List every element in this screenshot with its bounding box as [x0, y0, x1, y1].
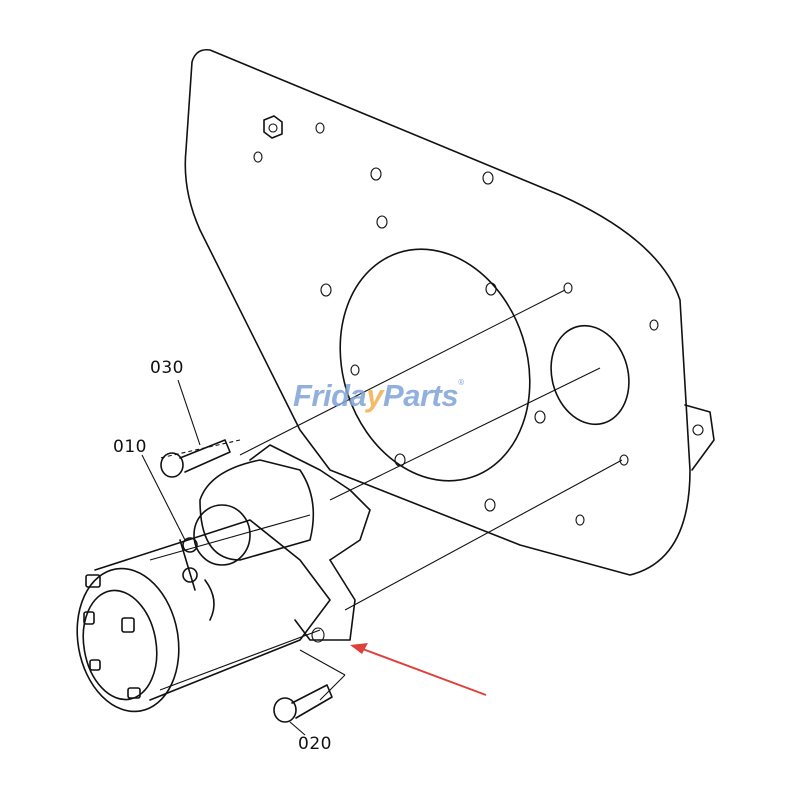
plate-holes — [253, 115, 659, 526]
highlight-arrow — [350, 643, 487, 696]
part-label-020: 020 — [298, 734, 332, 754]
starter-motor — [76, 444, 371, 713]
watermark-logo: FridayParts® — [293, 378, 464, 413]
bolt-030 — [160, 439, 231, 478]
plate-tab — [684, 404, 715, 471]
mounting-plate — [184, 48, 691, 576]
flywheel-opening — [339, 248, 531, 482]
part-label-010: 010 — [113, 437, 147, 457]
alignment-lines — [159, 289, 623, 701]
bolt-020 — [273, 684, 333, 723]
part-label-030: 030 — [150, 358, 184, 378]
starter-opening — [550, 324, 630, 426]
